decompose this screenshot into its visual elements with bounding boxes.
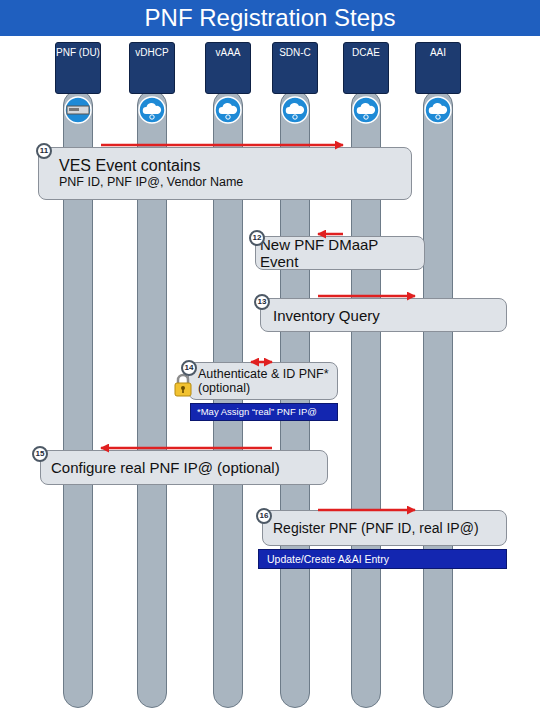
step-text: Configure real PNF IP@ (optional) — [51, 459, 323, 476]
step-box: Authenticate & ID PNF* (optional) — [188, 362, 338, 400]
callout-number: 15 — [32, 446, 48, 462]
step-text: PNF ID, PNF IP@, Vendor Name — [59, 175, 407, 190]
note-text: *May Assign “real” PNF IP@ — [197, 406, 333, 418]
lifeline-column: AAI — [415, 42, 461, 708]
step-text: New PNF DMaaP Event — [260, 236, 420, 270]
participant-icon — [281, 96, 309, 124]
step-box: VES Event containsPNF ID, PNF IP@, Vendo… — [38, 147, 412, 200]
participant-name: SDN-C — [279, 47, 311, 59]
callout-number: 11 — [36, 143, 52, 159]
participant-icon — [352, 96, 380, 124]
diagram-title: PNF Registration Steps — [145, 4, 396, 32]
participant-icon — [64, 96, 92, 124]
note-band: Update/Create A&AI Entry — [258, 549, 507, 569]
title-band: PNF Registration Steps — [0, 0, 540, 36]
participant-icon — [214, 96, 242, 124]
step-text: Authenticate & ID PNF* (optional) — [198, 367, 333, 396]
step-box: Configure real PNF IP@ (optional) — [40, 450, 328, 485]
participant-header: vAAA — [205, 42, 251, 94]
lifeline-column: vDHCP — [129, 42, 175, 708]
step-box: Register PNF (PNF ID, real IP@) — [262, 510, 507, 546]
step-text: Inventory Query — [273, 307, 502, 324]
step-box: New PNF DMaaP Event — [255, 236, 425, 270]
participant-name: vAAA — [215, 47, 240, 59]
step-text: Register PNF (PNF ID, real IP@) — [273, 520, 502, 536]
participant-header: AAI — [415, 42, 461, 94]
participant-icon — [424, 96, 452, 124]
lock-symbol — [173, 373, 193, 397]
callout-number: 12 — [249, 230, 265, 246]
message-arrow — [101, 447, 272, 450]
step-text: VES Event contains — [59, 157, 407, 175]
participant-header: SDN-C — [272, 42, 318, 94]
lifeline-column: DCAE — [343, 42, 389, 708]
message-arrow — [318, 233, 343, 236]
note-band: *May Assign “real” PNF IP@ — [190, 403, 338, 421]
callout-number: 14 — [181, 360, 197, 376]
participant-icon — [138, 96, 166, 124]
participant-name: AAI — [430, 47, 446, 59]
note-text: Update/Create A&AI Entry — [267, 553, 502, 566]
lifeline-bar — [423, 90, 453, 708]
participant-name: DCAE — [352, 47, 380, 59]
participant-name: PNF (DU) — [56, 47, 100, 59]
participant-name: vDHCP — [135, 47, 168, 59]
participant-header: PNF (DU) — [55, 42, 101, 94]
callout-number: 13 — [254, 294, 270, 310]
callout-number: 16 — [256, 508, 272, 524]
step-box: Inventory Query — [260, 298, 507, 332]
participant-header: vDHCP — [129, 42, 175, 94]
lifeline-column: PNF (DU) — [55, 42, 101, 708]
participant-header: DCAE — [343, 42, 389, 94]
